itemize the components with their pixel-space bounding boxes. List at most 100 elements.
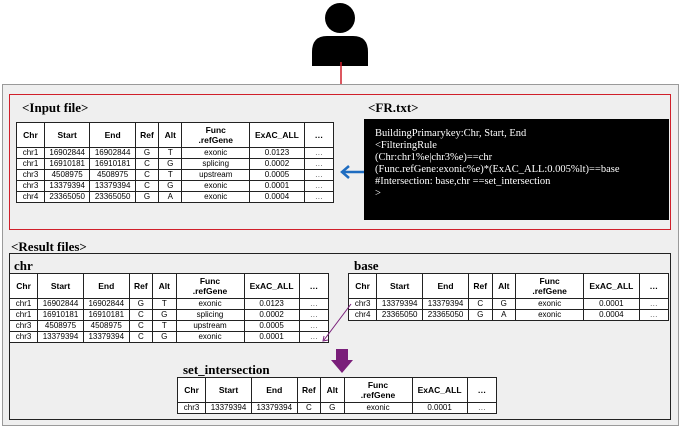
fr-line: (Chr:chr1%e|chr3%e)==chr	[375, 152, 493, 163]
table-cell: C	[134, 158, 160, 170]
table-cell: 0.0002	[243, 309, 300, 321]
table-cell: G	[134, 147, 160, 159]
table-cell: G	[491, 298, 517, 310]
down-arrow-icon	[331, 349, 353, 373]
table-cell: chr4	[16, 191, 45, 203]
table-cell: C	[128, 320, 154, 332]
table-cell: 16910181	[37, 309, 84, 321]
fr-line: <FilteringRule	[375, 140, 437, 151]
table-cell: 0.0005	[249, 169, 305, 181]
table-cell: C	[128, 309, 154, 321]
table-cell: 16902844	[37, 298, 84, 310]
table-cell: 23365050	[422, 309, 469, 321]
table-cell: 13379394	[422, 298, 469, 310]
table-cell: splicing	[175, 309, 245, 321]
table-cell: 0.0001	[411, 402, 468, 414]
column-header: Start	[43, 122, 91, 148]
table-cell: 13379394	[37, 331, 84, 343]
table-cell: 16910181	[89, 158, 136, 170]
column-header: ExAC_ALL	[411, 377, 468, 403]
result-files-title: <Result files>	[11, 239, 87, 254]
column-header: Chr	[8, 273, 39, 299]
input-frame	[9, 94, 671, 230]
column-header: Ref	[128, 273, 154, 299]
table-cell: 4508975	[82, 320, 130, 332]
table-cell: C	[128, 331, 154, 343]
person-icon	[312, 3, 368, 66]
fr-line: (Func.refGene:exonic%e)*(ExAC_ALL:0.005%…	[375, 164, 620, 175]
table-cell: chr3	[8, 331, 39, 343]
table-cell: 23365050	[89, 191, 136, 203]
column-header: ExAC_ALL	[249, 122, 305, 148]
column-header: Alt	[320, 377, 345, 403]
table-cell: exonic	[175, 331, 245, 343]
table-cell: …	[303, 147, 335, 159]
table-cell: T	[158, 147, 183, 159]
table-cell: …	[466, 402, 498, 414]
column-header: …	[303, 122, 335, 148]
table-cell: 0.0123	[243, 298, 300, 310]
table-cell: chr3	[176, 402, 207, 414]
table-cell: exonic	[181, 180, 251, 192]
chr-base-link	[322, 303, 352, 342]
fr-line: >	[375, 188, 381, 199]
chr-table-title: chr	[14, 258, 33, 273]
table-cell: …	[303, 158, 335, 170]
column-header: Func.refGene	[343, 377, 413, 403]
column-header: Chr	[347, 273, 378, 299]
table-cell: 16910181	[43, 158, 91, 170]
table-cell: chr1	[16, 158, 45, 170]
table-cell: chr1	[8, 298, 39, 310]
table-cell: A	[491, 309, 517, 321]
table-cell: 23365050	[43, 191, 91, 203]
table-cell: …	[303, 191, 335, 203]
fr-line: #Intersection: base,chr ==set_intersecti…	[375, 176, 551, 187]
table-cell: C	[134, 180, 160, 192]
set-intersection-title: set_intersection	[183, 362, 270, 377]
table-cell: …	[303, 180, 335, 192]
column-header: Chr	[16, 122, 45, 148]
column-header: End	[250, 377, 298, 403]
fr-line: BuildingPrimarykey:Chr, Start, End	[375, 128, 527, 139]
table-cell: 0.0001	[583, 298, 640, 310]
table-cell: …	[303, 169, 335, 181]
table-cell: 0.0005	[243, 320, 300, 332]
table-cell: G	[320, 402, 345, 414]
table-cell: …	[638, 298, 670, 310]
table-cell: chr3	[16, 180, 45, 192]
column-header: Func.refGene	[175, 273, 245, 299]
table-cell: chr3	[16, 169, 45, 181]
table-cell: 4508975	[37, 320, 84, 332]
table-cell: 16902844	[89, 147, 136, 159]
table-cell: exonic	[343, 402, 413, 414]
column-header: ExAC_ALL	[243, 273, 300, 299]
column-header: End	[89, 122, 136, 148]
table-cell: G	[128, 298, 154, 310]
table-cell: 13379394	[43, 180, 91, 192]
table-cell: 0.0004	[583, 309, 640, 321]
input-file-title: <Input file>	[22, 100, 89, 115]
table-cell: chr1	[8, 309, 39, 321]
table-cell: 0.0004	[249, 191, 305, 203]
column-header: Chr	[176, 377, 207, 403]
table-cell: splicing	[181, 158, 251, 170]
column-header: …	[638, 273, 670, 299]
table-cell: chr4	[347, 309, 378, 321]
column-header: Func.refGene	[181, 122, 251, 148]
table-cell: G	[152, 331, 177, 343]
